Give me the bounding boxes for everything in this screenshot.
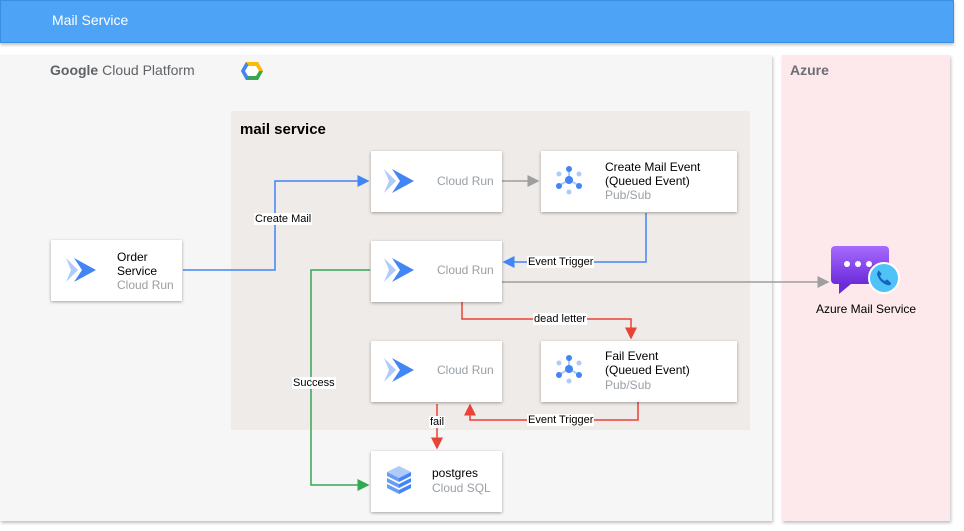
edge-label-fail: fail <box>429 416 446 428</box>
gcp-title-rest: Cloud Platform <box>98 62 195 78</box>
edge-label-dead-letter: dead letter <box>533 313 587 325</box>
gcp-title-brand: Google <box>50 62 99 78</box>
cloud-run-fail-type: Cloud Run <box>437 363 494 377</box>
page-title: Mail Service <box>52 12 129 28</box>
order-service-type: Cloud Run <box>117 278 174 292</box>
create-mail-event-name-2: (Queued Event) <box>605 174 690 188</box>
cloud-sql-icon <box>387 466 411 494</box>
azure-title: Azure <box>790 62 829 78</box>
edge-label-create-mail: Create Mail <box>254 213 313 225</box>
cloud-run-icon <box>384 358 414 382</box>
azure-communication-icon[interactable] <box>829 244 901 296</box>
azure-panel <box>782 55 950 521</box>
cloud-run-icon <box>66 258 96 282</box>
title-bar <box>0 0 954 43</box>
postgres-name: postgres <box>432 466 479 480</box>
pubsub-icon <box>556 355 582 384</box>
cloud-run-create-type: Cloud Run <box>437 174 494 188</box>
edge-event-trigger-1 <box>502 213 647 268</box>
cloud-run-icon <box>384 169 414 193</box>
edge-label-success: Success <box>292 377 336 389</box>
create-mail-event-name-1: Create Mail Event <box>605 160 701 174</box>
edge-label-event-trigger-2: Event Trigger <box>527 414 595 426</box>
edge-label-event-trigger-1: Event Trigger <box>527 256 595 268</box>
cloud-run-icon <box>384 258 414 282</box>
fail-event-name-1: Fail Event <box>605 349 659 363</box>
edge-create-mail <box>183 175 370 271</box>
cloud-run-sender-type: Cloud Run <box>437 263 494 277</box>
postgres-type: Cloud SQL <box>432 481 491 495</box>
order-service-name-1: Order <box>117 250 148 264</box>
order-service-name-2: Service <box>117 264 158 278</box>
gcp-title: Google Cloud Platform <box>50 62 195 78</box>
create-mail-event-type: Pub/Sub <box>605 188 652 202</box>
pubsub-icon <box>556 166 582 195</box>
azure-mail-service-label: Azure Mail Service <box>816 302 917 316</box>
gcp-hexagon-icon <box>241 62 263 80</box>
fail-event-name-2: (Queued Event) <box>605 363 690 377</box>
zone-title: mail service <box>240 121 326 138</box>
fail-event-type: Pub/Sub <box>605 378 652 392</box>
